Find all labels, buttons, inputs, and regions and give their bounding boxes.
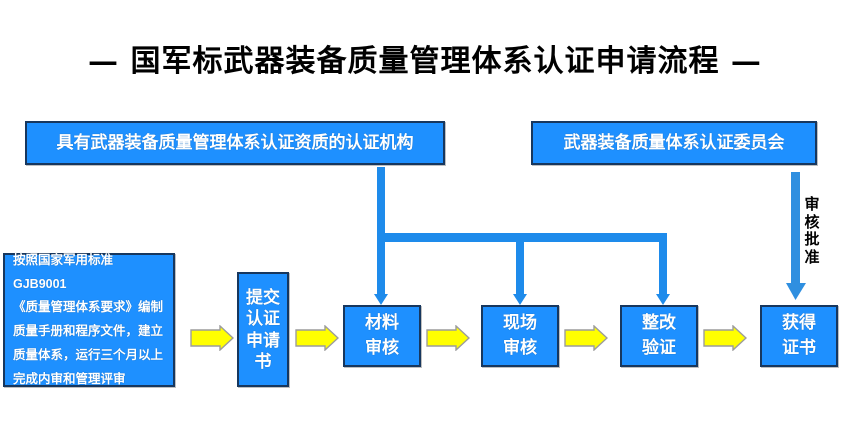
approval-annotation-label: 审 核 批 准 [801,195,823,267]
connector-leg-rectify [659,233,667,295]
yellow-arrow-right-1 [190,325,234,351]
step-rectification-line-1: 整改 [642,313,676,333]
yellow-arrow-right-5 [703,325,747,351]
step-onsite-review-box[interactable]: 现场 审核 [481,305,559,367]
certification-body-label: 具有武器装备质量管理体系认证资质的认证机构 [56,132,414,152]
step-onsite-review-line-1: 现场 [503,313,537,333]
approval-char-1: 审 [804,195,820,213]
arrowhead-down-material [374,294,388,305]
yellow-arrow-right-3 [426,325,470,351]
step-submit-box[interactable]: 提交 认证 申请 书 [237,272,289,387]
step-onsite-review-line-2: 审核 [503,338,537,357]
yellow-arrow-right-2 [295,325,339,351]
yellow-arrow-right-4 [564,325,608,351]
approval-char-4: 准 [804,248,820,267]
approval-char-2: 核 [804,212,820,231]
step-preparation-box[interactable]: 按照国家军用标准GJB9001 《质量管理体系要求》编制 质量手册和程序文件，建… [3,253,175,387]
connector-leg-onsite [516,238,524,295]
connector-leg-material [377,233,385,295]
step-submit-line-4: 书 [254,351,272,371]
step-preparation-line-3: 质量手册和程序文件，建立 [13,324,164,338]
arrowhead-down-certificate [786,283,806,300]
step-rectification-box[interactable]: 整改 验证 [620,305,698,367]
step-certificate-line-1: 获得 [782,313,816,333]
certification-committee-box[interactable]: 武器装备质量体系认证委员会 [531,121,817,165]
certification-committee-label: 武器装备质量体系认证委员会 [563,132,785,152]
step-submit-line-1: 提交 [246,288,280,307]
connector-leg-committee [791,172,800,285]
step-material-review-line-2: 审核 [365,338,399,357]
arrowhead-down-onsite [513,294,527,305]
connector-vertical-from-body [377,167,385,239]
step-preparation-line-5: 完成内审和管理评审 [13,371,126,386]
step-material-review-box[interactable]: 材料 审核 [343,305,421,367]
step-preparation-line-4: 质量体系，运行三个月以上 [13,347,164,362]
step-certificate-box[interactable]: 获得 证书 [760,305,838,367]
step-submit-line-2: 认证 [246,309,280,329]
certification-body-box[interactable]: 具有武器装备质量管理体系认证资质的认证机构 [25,121,445,165]
approval-char-3: 批 [804,230,820,249]
step-certificate-line-2: 证书 [782,338,816,357]
connector-horizontal-bus [377,233,667,242]
step-preparation-line-2: 《质量管理体系要求》编制 [13,300,164,315]
step-material-review-line-1: 材料 [365,313,399,333]
step-preparation-line-1: 按照国家军用标准GJB9001 [13,252,114,291]
page-title: — 国军标武器装备质量管理体系认证申请流程 — [88,44,762,79]
step-submit-line-3: 申请 [246,330,280,350]
step-rectification-line-2: 验证 [642,338,676,357]
arrowhead-down-rectify [656,294,670,305]
